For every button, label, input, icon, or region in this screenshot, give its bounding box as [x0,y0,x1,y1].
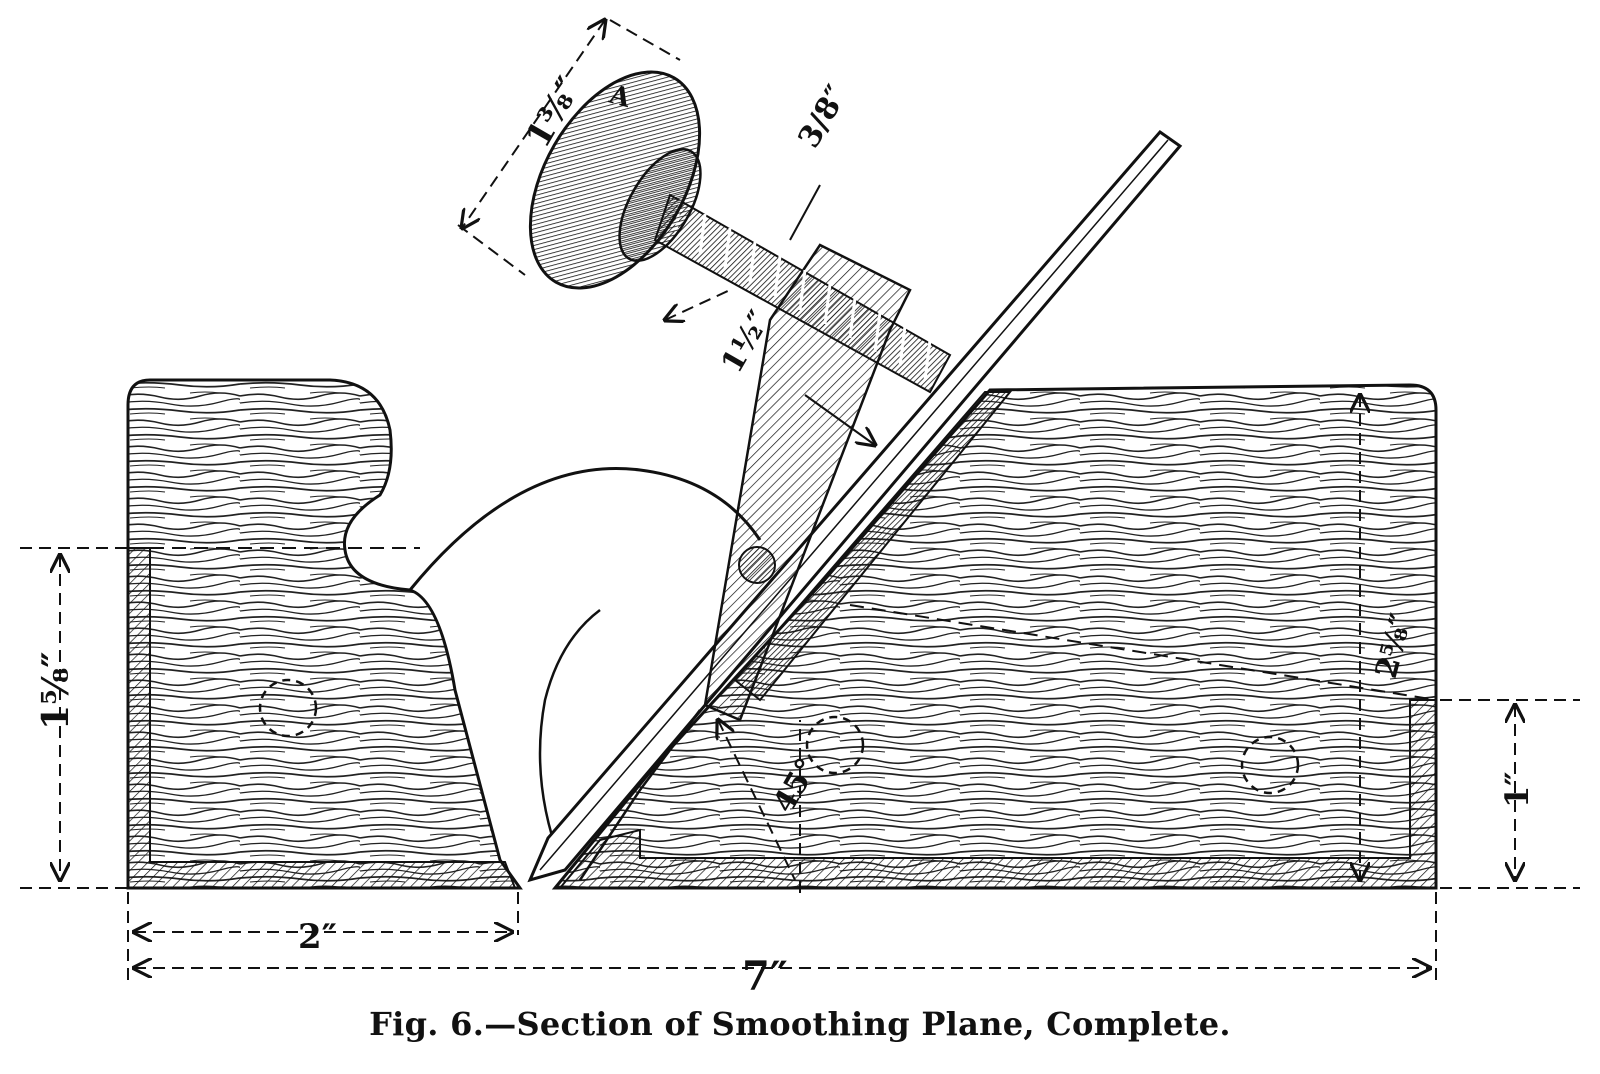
dowel-pins [258,678,1300,795]
dimension-lines [20,20,1580,982]
label-mouth-distance: 2″ [298,917,337,957]
throat-curve [538,609,601,861]
leader-lines [789,184,875,445]
plane-iron [527,129,1183,883]
label-rear-height: 1″ [1498,771,1536,808]
label-front-height: 1⅝″ [35,652,77,730]
cap-screw [738,546,776,584]
label-total-length: 7″ [742,953,788,1000]
bed-block [733,391,1013,702]
label-screw-diameter: 3/8″ [792,79,855,154]
escapement-curve [408,467,762,591]
lever-cap [578,243,912,881]
plane-rear-stock [551,383,1438,890]
hidden-lines [128,547,1437,701]
figure-caption: Fig. 6.—Section of Smoothing Plane, Comp… [369,1005,1231,1043]
plane-front-stock [126,378,523,890]
